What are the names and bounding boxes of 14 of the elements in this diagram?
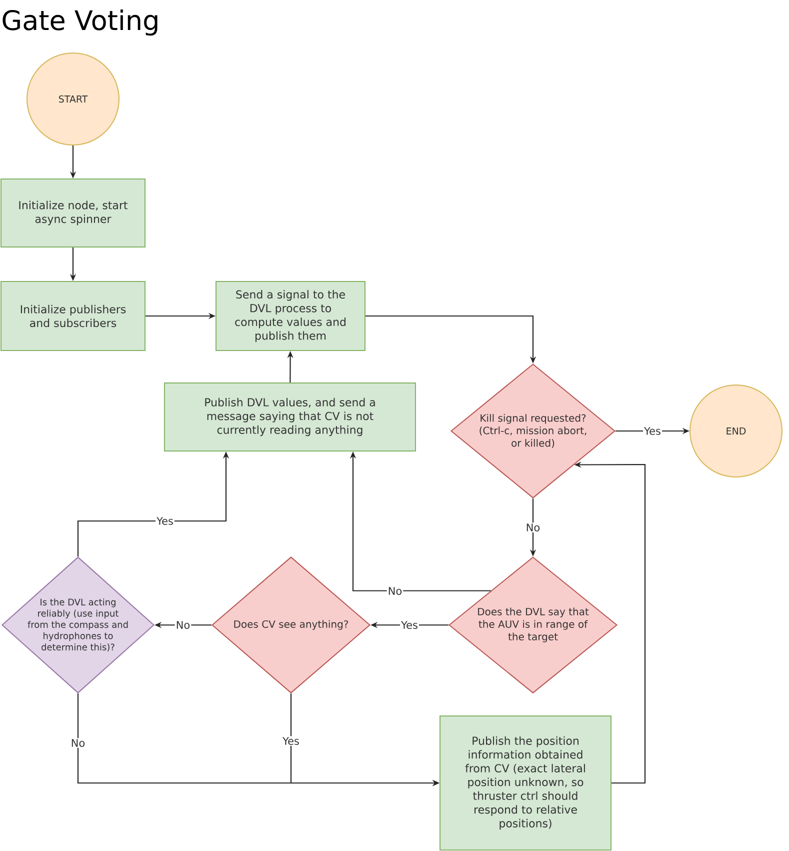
edge-label: Yes (643, 426, 662, 436)
edge-label: No (174, 620, 192, 630)
process-box: Publish DVL values, and send a message saying that CV is not currently reading anything (164, 382, 416, 452)
process-box: Initialize publishers and subscribers (0, 281, 146, 351)
edge-label: Yes (156, 516, 174, 526)
edge-label: Yes (282, 736, 300, 746)
title: Gate Voting (2, 10, 158, 36)
edge-label: No (524, 522, 542, 532)
edge-label: No (386, 586, 404, 596)
edge-label: No (70, 738, 86, 748)
process-box: Initialize node, start async spinner (0, 178, 146, 248)
process-box: Send a signal to the DVL process to compute values and publish them (216, 281, 366, 351)
edge-label: Yes (400, 620, 419, 630)
process-box: Publish the position information obtained from CV (exact lateral position unknown, so thruster ctrl should respond to relative positions) (440, 716, 612, 850)
